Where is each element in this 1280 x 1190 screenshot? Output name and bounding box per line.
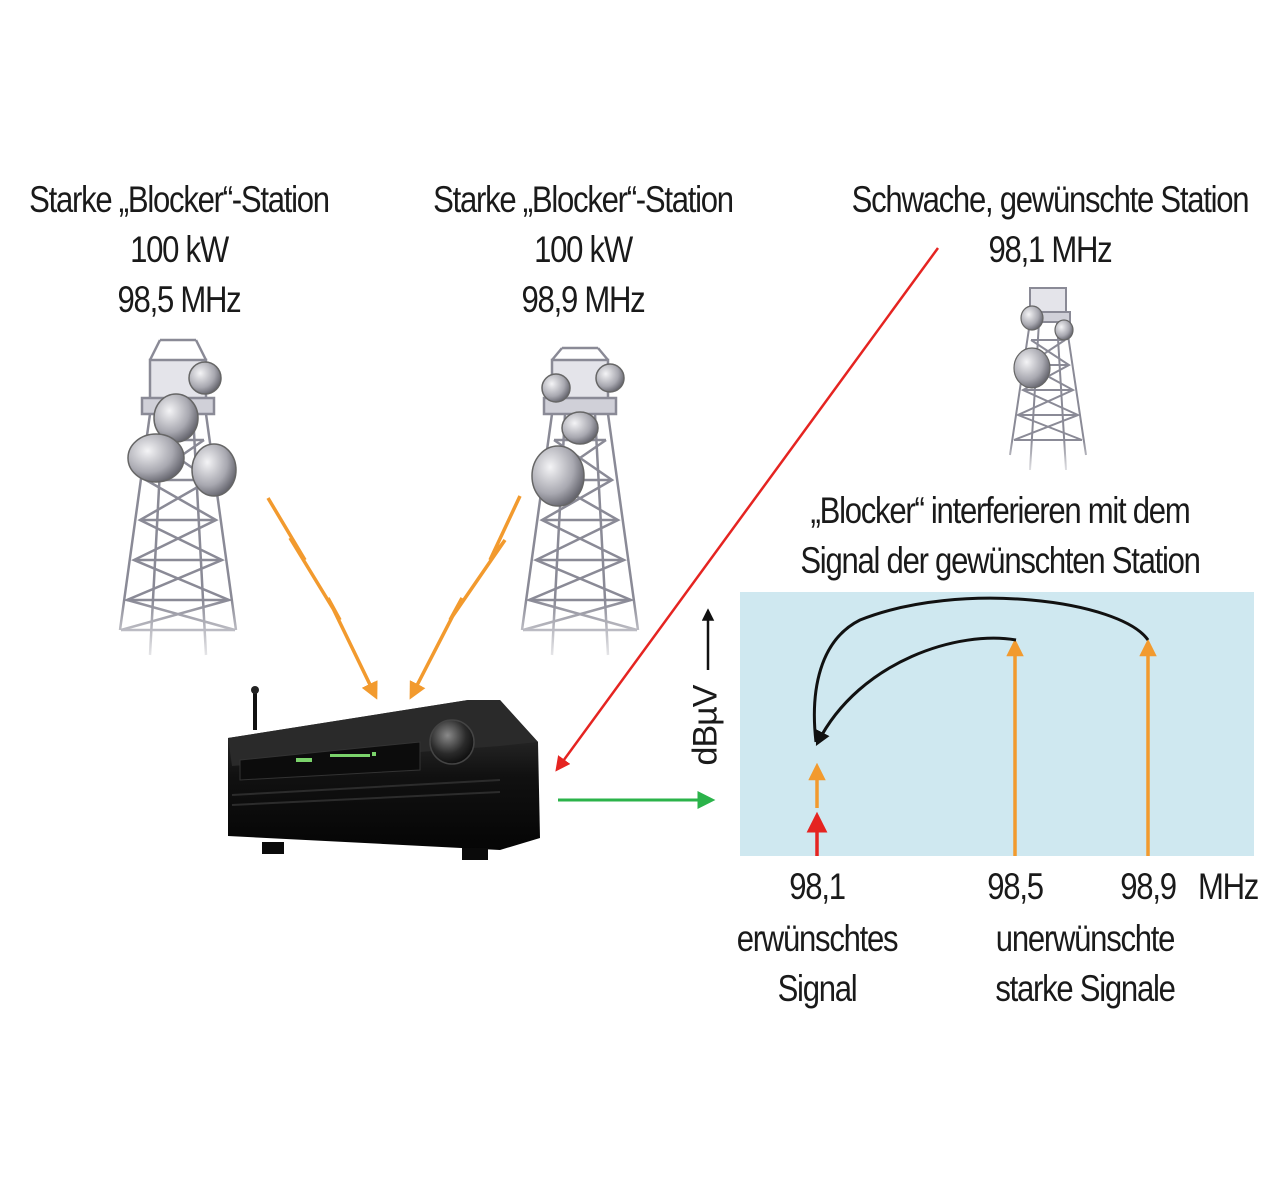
- spectrum-title-line-1: „Blocker“ interferieren mit dem: [810, 490, 1191, 531]
- station-power: 100 kW: [130, 229, 229, 270]
- receiver-icon: [228, 686, 540, 860]
- station-label-blocker-1: Starke „Blocker“-Station 100 kW 98,5 MHz: [24, 175, 335, 325]
- freq-label-98-5: 98,5: [987, 866, 1044, 907]
- tower-icon-blocker-2: [512, 346, 652, 660]
- station-frequency: 98,5 MHz: [117, 279, 242, 320]
- station-name: Schwache, gewünschte Station: [851, 179, 1250, 220]
- freq-label-98-9: 98,9: [1120, 866, 1177, 907]
- freq-label-98-1: 98,1: [789, 866, 846, 907]
- desired-signal-caption: erwünschtes Signal: [729, 914, 905, 1014]
- spectrum-title: „Blocker“ interferieren mit dem Signal d…: [786, 486, 1214, 586]
- blocker-signal-arrow-1: [266, 497, 378, 700]
- station-frequency: 98,9 MHz: [521, 279, 646, 320]
- station-frequency: 98,1 MHz: [988, 229, 1113, 270]
- y-axis-label: dBµV: [686, 685, 725, 766]
- station-label-desired: Schwache, gewünschte Station 98,1 MHz: [840, 175, 1260, 275]
- tower-icon-desired: [1004, 287, 1094, 475]
- tower-icon-blocker-1: [110, 338, 250, 660]
- spectrum-title-line-2: Signal der gewünschten Station: [800, 540, 1201, 581]
- station-name: Starke „Blocker“-Station: [29, 179, 330, 220]
- station-name: Starke „Blocker“-Station: [433, 179, 734, 220]
- blocker-signal-arrow-2: [409, 495, 522, 700]
- desired-caption-line-1: erwünschtes: [736, 918, 899, 959]
- station-power: 100 kW: [534, 229, 633, 270]
- blocker-signal-caption: unerwünschte starke Signale: [980, 914, 1190, 1014]
- desired-caption-line-2: Signal: [777, 968, 858, 1009]
- freq-unit-label: MHz: [1197, 866, 1259, 907]
- interference-curve-98-5: [815, 636, 1017, 747]
- blocker-caption-line-1: unerwünschte: [995, 918, 1176, 959]
- blocker-caption-line-2: starke Signale: [995, 968, 1176, 1009]
- spectrum-panel: [740, 592, 1254, 856]
- desired-signal-arrow: [555, 247, 940, 772]
- interference-curve-98-9: [812, 596, 1150, 743]
- station-label-blocker-2: Starke „Blocker“-Station 100 kW 98,9 MHz: [428, 175, 739, 325]
